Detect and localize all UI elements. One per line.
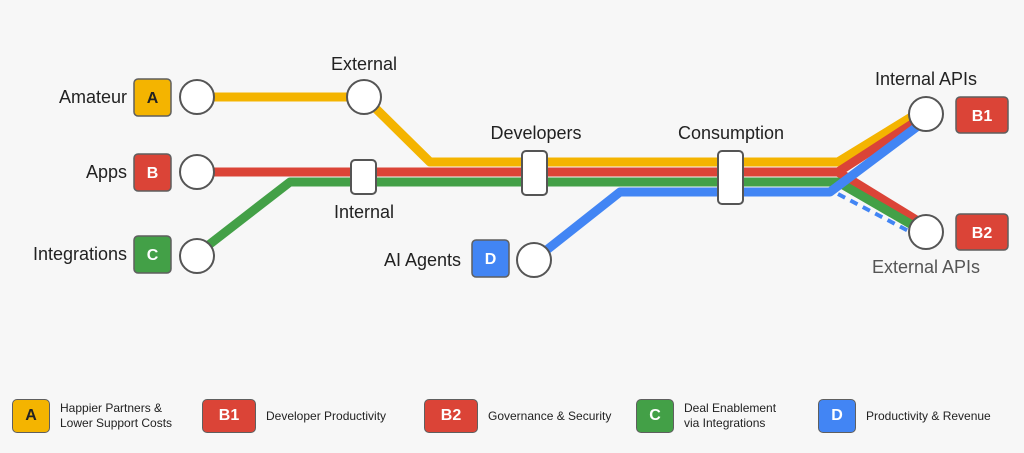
legend-item-b1: B1 Developer Productivity — [202, 393, 386, 439]
legend-text-a: Happier Partners & Lower Support Costs — [60, 401, 173, 430]
badge-b2-text: B2 — [972, 225, 993, 242]
station-internal-capsule — [350, 159, 377, 195]
badge-c-text: C — [147, 247, 159, 264]
station-label-external: External — [331, 54, 397, 74]
route-line-b2 — [835, 168, 929, 230]
route-line-c — [194, 177, 929, 258]
legend-item-c: C Deal Enablement via Integrations — [636, 393, 776, 439]
source-label-integrations: Integrations — [33, 244, 127, 264]
station-external-apis-circle — [908, 214, 944, 250]
station-label-internal: Internal — [334, 202, 394, 222]
station-label-developers: Developers — [490, 123, 581, 143]
source-label-ai-agents: AI Agents — [384, 250, 461, 270]
badge-a — [133, 78, 172, 117]
legend-text-b2: Governance & Security — [488, 408, 612, 423]
source-label-amateur: Amateur — [59, 87, 127, 107]
destination-label-internal-apis: Internal APIs — [875, 69, 977, 89]
legend-item-a: A Happier Partners & Lower Support Costs — [12, 393, 172, 439]
legend-item-b2: B2 Governance & Security — [424, 393, 611, 439]
badge-b1-text: B1 — [972, 108, 993, 125]
legend-badge-c: C — [636, 399, 674, 433]
station-amateur-circle — [179, 79, 215, 115]
legend-text-b1: Developer Productivity — [266, 408, 387, 423]
station-apps-circle — [179, 154, 215, 190]
legend-text-c: Deal Enablement via Integrations — [684, 401, 777, 430]
badge-c — [133, 235, 172, 274]
badge-b1 — [955, 96, 1009, 134]
source-label-apps: Apps — [86, 162, 127, 182]
station-consumption-capsule — [717, 150, 744, 205]
station-ai-agents-circle — [516, 242, 552, 278]
legend-badge-d: D — [818, 399, 856, 433]
legend-badge-a: A — [12, 399, 50, 433]
legend-text-d: Productivity & Revenue — [866, 408, 991, 423]
legend-item-d: D Productivity & Revenue — [818, 393, 991, 439]
badge-b — [133, 153, 172, 192]
badge-d — [471, 239, 510, 278]
badge-b2 — [955, 213, 1009, 251]
route-line-d-dashed — [837, 192, 919, 238]
route-line-a — [197, 92, 929, 167]
legend: A Happier Partners & Lower Support Costs… — [0, 393, 1024, 439]
badge-d-text: D — [485, 251, 497, 268]
station-developers-capsule — [521, 150, 548, 196]
destination-label-external-apis: External APIs — [872, 257, 980, 277]
badge-a-text: A — [147, 90, 159, 107]
legend-badge-b1: B1 — [202, 399, 256, 433]
station-internal-apis-circle — [908, 96, 944, 132]
station-integrations-circle — [179, 238, 215, 274]
station-external-circle — [346, 79, 382, 115]
badge-b-text: B — [147, 165, 159, 182]
station-label-consumption: Consumption — [678, 123, 784, 143]
legend-badge-b2: B2 — [424, 399, 478, 433]
